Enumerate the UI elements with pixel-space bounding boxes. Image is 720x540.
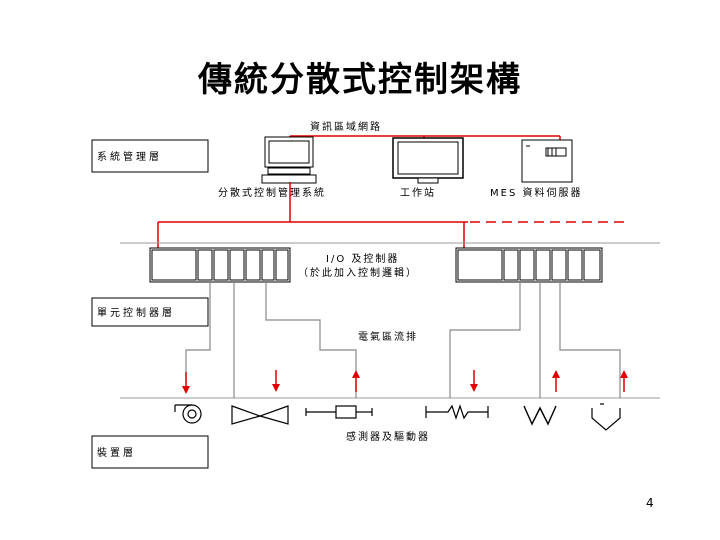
- signal-arrows: [182, 370, 628, 394]
- mes-label: MES 資料伺服器: [490, 186, 582, 199]
- page-title: 傳統分散式控制架構: [198, 60, 522, 100]
- device-layer-box: [91, 435, 209, 469]
- sensor-icon: [523, 405, 557, 426]
- field-wiring: [185, 282, 621, 398]
- devices-label: 感測器及驅動器: [346, 430, 430, 443]
- controller-label-1: I/O 及控制器: [326, 252, 399, 265]
- tank-icon: [591, 403, 621, 431]
- page-number: 4: [646, 496, 654, 510]
- system-layer-label: 系統管理層: [97, 150, 162, 163]
- plc-right-icon: [455, 247, 603, 283]
- system-layer-box: [91, 139, 209, 173]
- unit-layer-box: [91, 297, 209, 327]
- dcs-computer-icon: [261, 136, 317, 184]
- valve-icon: [231, 405, 289, 425]
- device-layer-label: 裝置層: [97, 446, 136, 459]
- controller-label-2: （於此加入控制邏輯）: [298, 266, 418, 279]
- workstation-icon: [392, 137, 464, 184]
- workstation-label: 工作站: [400, 186, 436, 199]
- server-icon: [521, 139, 573, 183]
- flow-meter-icon: [305, 405, 373, 419]
- blower-icon: [174, 404, 202, 424]
- field-bus-label: 電氣區流排: [358, 330, 418, 343]
- heater-icon: [425, 404, 489, 420]
- unit-layer-label: 單元控制器層: [97, 306, 175, 319]
- info-network-label: 資訊區域網路: [310, 120, 382, 133]
- plc-left-icon: [149, 247, 291, 283]
- dcs-label: 分散式控制管理系統: [218, 186, 326, 199]
- control-bus: [157, 182, 630, 248]
